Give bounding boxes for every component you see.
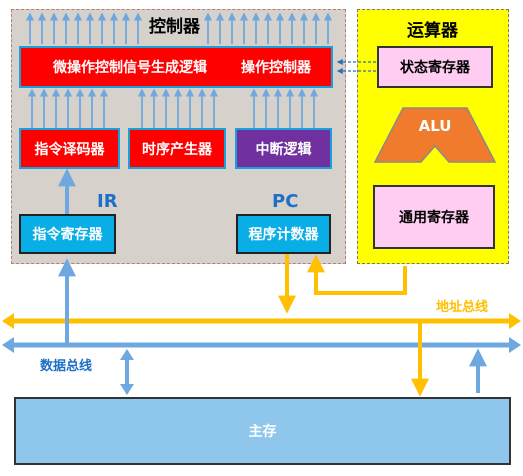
instruction-register-box: 指令寄存器 bbox=[19, 214, 116, 254]
main-memory-box: 主存 bbox=[14, 397, 511, 465]
interrupt-logic-box: 中断逻辑 bbox=[235, 128, 332, 169]
address-bus-label: 地址总线 bbox=[436, 300, 489, 315]
ir-label: IR bbox=[97, 191, 118, 212]
control-signal-arrows bbox=[25, 12, 333, 44]
data-bus-line bbox=[2, 337, 521, 353]
signal-logic-label: 微操作控制信号生成逻辑 bbox=[53, 60, 207, 76]
data-bus-label: 数据总线 bbox=[40, 359, 93, 374]
alu-unit-title: 运算器 bbox=[407, 21, 458, 41]
controller-title: 控制器 bbox=[149, 17, 200, 37]
program-counter-box: 程序计数器 bbox=[236, 214, 331, 254]
address-bus-line bbox=[2, 313, 521, 329]
status-to-controller-arrows bbox=[336, 59, 376, 74]
signal-logic-box bbox=[19, 46, 333, 88]
alu-to-pc-path bbox=[307, 254, 407, 295]
pc-label: PC bbox=[272, 191, 299, 212]
operation-controller-label: 操作控制器 bbox=[241, 60, 311, 76]
timing-generator-box: 时序产生器 bbox=[128, 128, 226, 169]
instruction-decoder-box: 指令译码器 bbox=[19, 128, 120, 169]
alu-label: ALU bbox=[418, 117, 452, 135]
status-register-box: 状态寄存器 bbox=[377, 46, 493, 88]
decoder-to-logic-arrows bbox=[27, 88, 319, 128]
alu-shape bbox=[373, 107, 497, 163]
general-registers-box: 通用寄存器 bbox=[373, 185, 495, 249]
